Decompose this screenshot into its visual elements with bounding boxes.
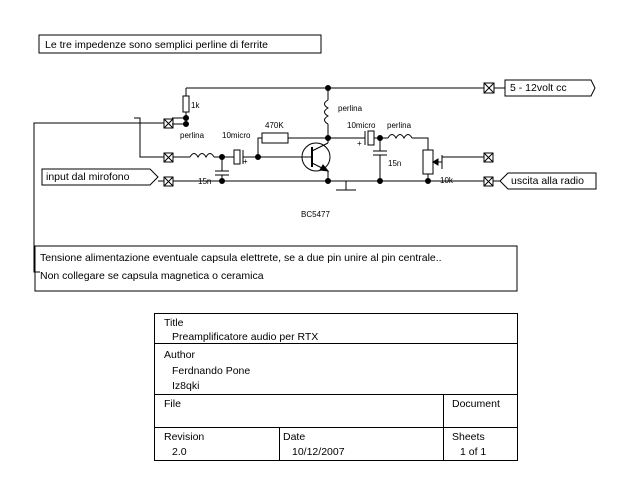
power-connector [483,82,505,94]
c-15n-a-label: 15n [198,177,212,186]
inductor-l1 [189,153,215,159]
resistor-10k [422,149,434,175]
power-port-shape [504,79,596,97]
revision-label: Revision [164,431,205,443]
resistor-1k [182,95,190,113]
c1-label: 10micro [222,131,251,140]
input-port-shape [41,168,159,186]
l1-label: perlina [180,131,205,140]
title-label: Title [164,317,184,329]
output-port-label: uscita alla radio [511,175,584,187]
sheets-label: Sheets [452,431,485,443]
r-10k-label: 10k [440,176,453,185]
l3-label: perlina [387,121,412,130]
output-connector-bottom [483,176,494,187]
bias-note-box [34,245,518,292]
input-port-label: input dal mirofono [46,171,130,183]
ferrite-note-box [38,34,322,54]
resistor-470k [261,132,289,144]
inductor-l2 [324,99,330,125]
title-value: Preamplificatore audio per RTX [172,331,319,343]
bias-note-line-2: Non collegare se capsula magnetica o cer… [40,270,264,282]
input-connector-bottom [163,176,174,187]
output-connector-top [483,152,494,163]
c2-label: 10micro [347,121,376,130]
ferrite-note: Le tre impedenze sono semplici perline d… [45,39,268,51]
document-label: Document [452,398,500,410]
junction-dot [219,178,225,184]
r-470k-label: 470K [265,121,284,130]
c2-plus-sign: + [357,139,362,148]
l2-label: perlina [338,104,363,113]
r-1k-label: 1k [191,101,200,110]
revision-value: 2.0 [172,446,187,458]
c-15n-b-label: 15n [388,159,402,168]
date-value: 10/12/2007 [292,446,345,458]
date-label: Date [283,431,306,443]
file-label: File [164,398,181,410]
output-port-shape [499,172,597,190]
c1-plus-sign: + [243,157,248,166]
author-call: Iz8qki [172,380,200,392]
capacitor-c1 [233,149,241,165]
transistor-label: BC5477 [301,210,330,219]
transistor-body [301,142,331,172]
sheets-value: 1 of 1 [460,446,487,458]
title-block: Title Preamplificatore audio per RTX Aut… [154,313,518,461]
bias-note-line-1: Tensione alimentazione eventuale capsula… [40,252,442,264]
power-port-label: 5 - 12volt cc [510,82,567,94]
input-connector-top [163,152,174,163]
bias-connector [163,118,174,129]
inductor-l3 [387,134,413,140]
author-name: Ferdnando Pone [172,365,251,377]
author-label: Author [164,349,195,361]
capacitor-c2 [367,130,375,146]
